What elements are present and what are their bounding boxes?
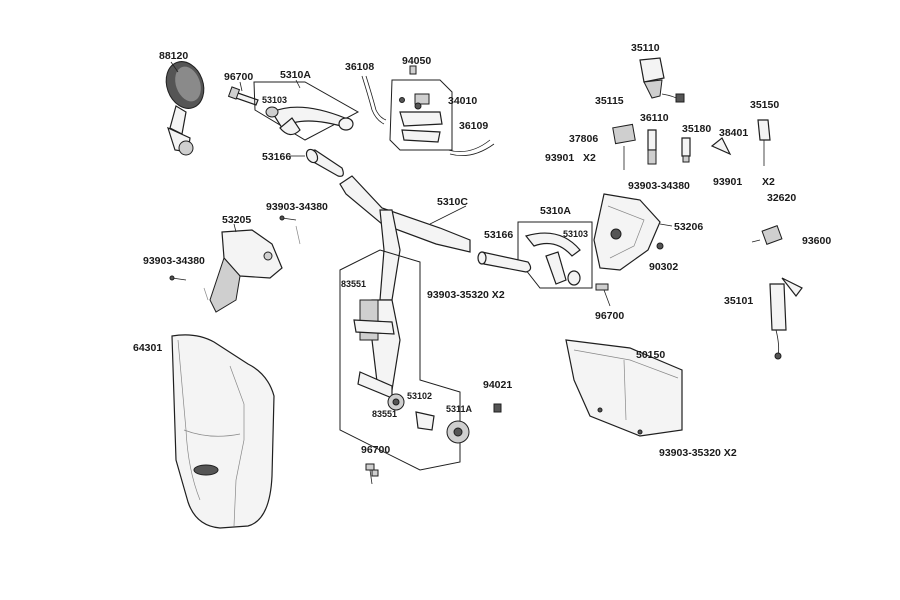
label-50150: 50150 [636,349,666,361]
switch-35150 [757,119,771,166]
label-5310a-mid: 5310A [540,205,571,217]
label-37806: 37806 [569,133,599,145]
handle-5310a-top [253,81,360,141]
label-35115: 35115 [595,95,624,107]
label-5311a: 5311A [446,404,473,414]
label-93903-35320-x2-mid: 93903-35320 X2 [427,289,505,301]
label-96700-bottom: 96700 [361,444,391,456]
label-53102: 53102 [407,391,433,401]
cable-36108 [361,75,387,125]
label-53103-mid: 53103 [563,229,589,239]
label-93901-b: 93901 [713,176,743,188]
knob-5311A [446,420,470,444]
label-5310a-top: 5310A [280,69,311,81]
lock-32620 [751,225,783,245]
bolt-96700-mid [595,283,611,307]
switch-assembly-34010 [389,79,453,151]
label-96700-top: 96700 [224,71,254,83]
handlebar-5310c [339,175,471,411]
label-83551-b: 83551 [372,409,398,419]
label-53206: 53206 [674,221,704,233]
housing-53206 [593,193,661,271]
label-93903-34380-right: 93903-34380 [628,180,690,192]
label-94021: 94021 [483,379,513,391]
label-93600: 93600 [802,235,832,247]
label-38401: 38401 [719,127,749,139]
cable-36109 [447,139,495,157]
handle-5310a-mid [517,221,593,289]
bolts-96700-bottom [365,463,379,485]
label-35150: 35150 [750,99,780,111]
switch-35110 [639,57,685,103]
label-x2-b: X2 [762,176,775,188]
bracket-53102 [415,411,435,431]
label-93903-34380-left: 93903-34380 [143,255,205,267]
nut-94021 [493,403,502,413]
label-93903-34380-mid: 93903-34380 [266,201,328,213]
bolt-96700-top [227,86,259,106]
mirror-part [165,61,205,156]
bulb-36110 [647,129,657,165]
label-53205: 53205 [222,214,252,226]
label-53166-left: 53166 [262,151,292,163]
label-36109: 36109 [459,120,489,132]
label-96700-mid: 96700 [595,310,625,322]
label-32620: 32620 [767,192,797,204]
label-36108: 36108 [345,61,375,73]
label-53103-top: 53103 [262,95,288,105]
label-35101: 35101 [724,295,754,307]
socket-35180 [681,137,691,163]
front-panel-64301 [171,334,275,529]
ignition-35101 [769,277,803,360]
label-53166-mid: 53166 [484,229,514,241]
screw-93903-34380-mid [279,215,301,245]
relay-37806 [612,123,636,170]
clip-38401 [710,137,732,156]
label-64301: 64301 [133,342,163,354]
label-36110: 36110 [640,112,669,124]
label-93901-a: 93901 [545,152,575,164]
grip-53166-left [305,148,344,177]
cover-53205 [209,229,283,313]
label-90302: 90302 [649,261,679,273]
screw-93903-34380-left [169,275,209,301]
label-93903-35320-x2-right: 93903-35320 X2 [659,447,737,459]
label-35110: 35110 [631,42,660,54]
label-5310c: 5310C [437,196,468,208]
label-83551-a: 83551 [341,279,367,289]
label-x2-a: X2 [583,152,596,164]
grip-53166-mid [477,251,532,273]
label-88120: 88120 [159,50,189,62]
label-34010: 34010 [448,95,478,107]
storage-box-50150 [565,339,683,437]
label-35180: 35180 [682,123,712,135]
label-94050: 94050 [402,55,432,67]
